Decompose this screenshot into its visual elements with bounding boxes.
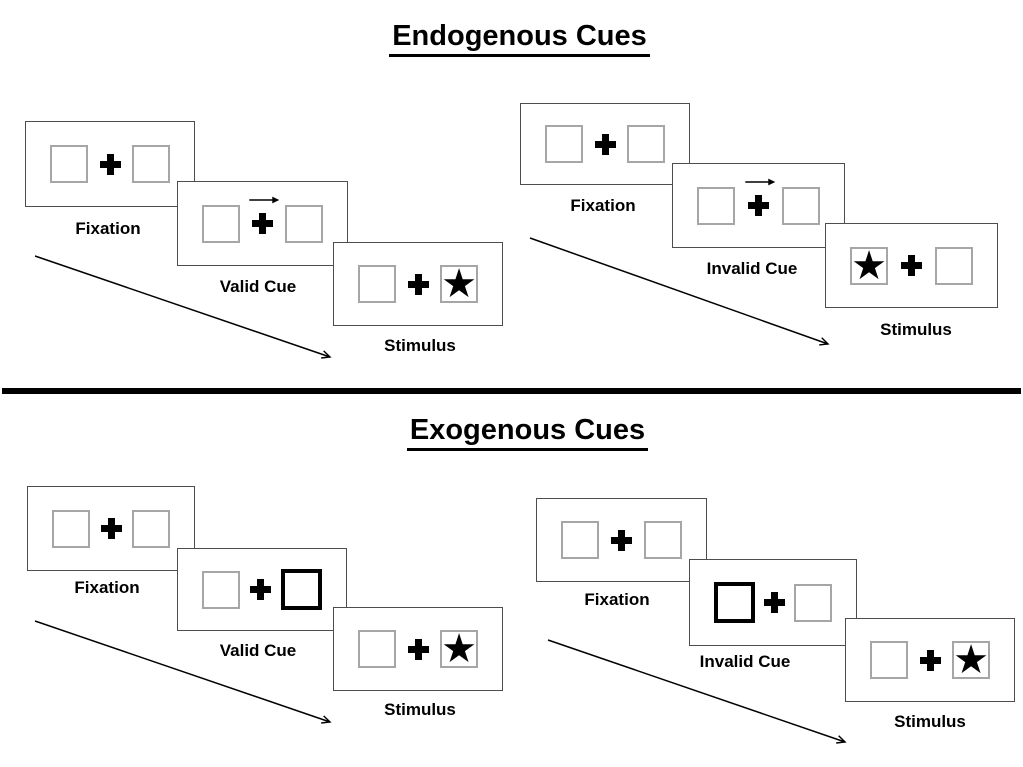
fixation-cross-stack (93, 145, 127, 183)
fixation-cross-stack (742, 178, 776, 225)
frame-label-fixation: Fixation (75, 219, 141, 238)
right-placeholder-box (285, 204, 323, 243)
timeline-arrow-icon (34, 620, 332, 724)
fixation-cross-icon (252, 213, 273, 234)
right-placeholder-box (794, 583, 832, 622)
frame-stimulus-panel: ★ (333, 607, 503, 691)
fixation-cross-icon (764, 592, 785, 613)
star-stimulus-box: ★ (440, 627, 478, 671)
fixation-cross-stack (605, 521, 639, 559)
fixation-cross-stack (895, 247, 929, 285)
left-placeholder-box (561, 521, 599, 559)
fixation-cross-icon (901, 255, 922, 276)
star-stimulus-box: ★ (440, 262, 478, 306)
highlighted-cue-box (281, 569, 322, 610)
frame-stimulus-panel: ★ (845, 618, 1015, 702)
frame-label-invalid-cue: Invalid Cue (699, 652, 791, 671)
frame-valid-cue-panel (177, 181, 348, 266)
frame-label-fixation: Fixation (74, 578, 140, 597)
frame-invalid-cue-panel (672, 163, 845, 248)
left-placeholder-box (545, 125, 583, 163)
fixation-cross-icon (611, 529, 632, 551)
fixation-cross-icon (748, 195, 769, 216)
fixation-cross-stack (758, 584, 792, 622)
right-placeholder-box (935, 246, 973, 285)
frame-label-fixation: Fixation (570, 196, 636, 215)
fixation-cross-icon (407, 638, 429, 660)
fixation-cross-icon (407, 273, 429, 295)
frame-label-fixation: Fixation (584, 590, 650, 609)
fixation-cross-stack (401, 265, 435, 303)
fixation-cross-stack (244, 571, 278, 609)
left-placeholder-box (358, 630, 396, 668)
right-placeholder-box (644, 521, 682, 559)
frame-label-valid-cue: Valid Cue (219, 641, 297, 660)
timeline-arrow-icon (529, 237, 830, 346)
fixation-cross-stack (913, 641, 947, 679)
fixation-cross-icon (919, 649, 941, 671)
fixation-cross-stack (94, 510, 128, 548)
fixation-cross-icon (594, 133, 616, 155)
star-stimulus-box: ★ (850, 243, 888, 288)
fixation-cross-stack (588, 125, 622, 163)
cue-arrow-right-icon (744, 178, 775, 185)
cue-arrow-right-icon (248, 196, 279, 203)
star-stimulus-box: ★ (952, 638, 990, 682)
left-placeholder-box (870, 641, 908, 679)
frame-fixation-panel (536, 498, 707, 582)
fixation-cross-icon (250, 579, 271, 600)
right-placeholder-box (132, 145, 170, 183)
highlighted-cue-box (714, 582, 755, 623)
frame-label-valid-cue: Valid Cue (219, 277, 297, 296)
frame-fixation-panel (520, 103, 690, 185)
frame-label-stimulus: Stimulus (384, 700, 456, 719)
left-placeholder-box (202, 204, 240, 243)
section-divider-rule (2, 388, 1021, 394)
frame-fixation-panel (27, 486, 195, 571)
fixation-cross-stack (401, 630, 435, 668)
left-placeholder-box (50, 145, 88, 183)
section-title-text: Exogenous Cues (406, 414, 649, 451)
right-placeholder-box (132, 509, 170, 548)
fixation-cross-icon (99, 153, 121, 175)
timeline-arrow-icon (34, 255, 332, 359)
frame-fixation-panel (25, 121, 195, 207)
left-placeholder-box (358, 265, 396, 303)
section-title-exogenous: Exogenous Cues (16, 414, 1023, 451)
left-placeholder-box (202, 570, 240, 609)
left-placeholder-box (52, 509, 90, 548)
frame-label-stimulus: Stimulus (384, 336, 456, 355)
frame-label-stimulus: Stimulus (880, 320, 952, 339)
right-placeholder-box (627, 125, 665, 163)
left-placeholder-box (697, 186, 735, 225)
frame-valid-cue-panel (177, 548, 347, 631)
section-title-endogenous: Endogenous Cues (8, 20, 1023, 57)
fixation-cross-stack (246, 196, 280, 243)
timeline-arrow-icon (547, 639, 847, 744)
frame-stimulus-panel: ★ (333, 242, 503, 326)
frame-label-invalid-cue: Invalid Cue (706, 259, 798, 278)
frame-invalid-cue-panel (689, 559, 857, 646)
frame-label-stimulus: Stimulus (894, 712, 966, 731)
frame-stimulus-panel: ★ (825, 223, 998, 308)
section-title-text: Endogenous Cues (389, 20, 650, 57)
right-placeholder-box (782, 186, 820, 225)
fixation-cross-icon (100, 518, 122, 539)
